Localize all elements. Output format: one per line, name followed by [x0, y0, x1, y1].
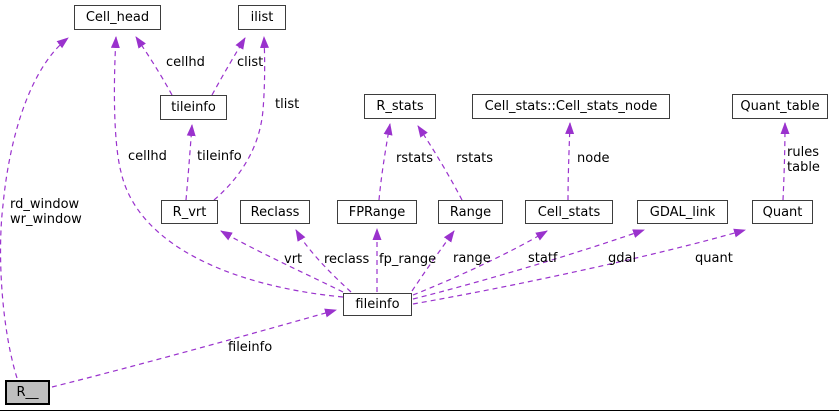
edge-label-rd-wr-window: rd_window wr_window [10, 197, 82, 227]
edge-label-rules-table: rules table [787, 145, 820, 175]
edge-quant-to-quant-table [780, 122, 790, 201]
node-quant-table[interactable]: Quant_table [732, 94, 828, 119]
edge-label-fp-range: fp_range [379, 252, 437, 267]
node-range[interactable]: Range [438, 200, 503, 224]
edge-label-tileinfo: tileinfo [197, 149, 242, 164]
edge-cell-stats-to-node [565, 122, 575, 201]
edge-label-vrt: vrt [284, 252, 303, 267]
edge-label-cellhd-upper: cellhd [166, 55, 205, 70]
edge-label-gdal: gdal [608, 251, 637, 266]
edge-label-cellhd-lower: cellhd [128, 149, 167, 164]
edge-label-statf: statf [528, 251, 558, 266]
edge-fileinfo-to-quant [412, 228, 746, 305]
node-fileinfo[interactable]: fileinfo [343, 293, 412, 316]
node-tileinfo[interactable]: tileinfo [160, 95, 227, 120]
edge-label-tlist: tlist [275, 97, 300, 112]
edge-fprange-to-r-stats [378, 123, 393, 201]
edge-fileinfo-to-gdal-link [412, 229, 645, 300]
edge-tileinfo-to-cell-head [135, 36, 173, 96]
node-r-stats[interactable]: R_stats [364, 94, 436, 119]
edge-label-clist: clist [237, 55, 264, 70]
edge-fileinfo-to-cell-stats [412, 230, 548, 296]
edge-fileinfo-to-r-vrt [220, 230, 344, 293]
node-r-vrt[interactable]: R_vrt [161, 200, 218, 224]
edge-r--to-cell-head [0, 37, 69, 379]
edge-r-vrt-to-tileinfo [185, 124, 196, 201]
node-cell-head[interactable]: Cell_head [74, 5, 161, 30]
edge-fileinfo-to-reclass [295, 229, 352, 293]
edge-fileinfo-to-cell-head [110, 36, 344, 298]
node-quant[interactable]: Quant [752, 200, 813, 224]
edge-label-node: node [577, 151, 610, 166]
edge-label-fileinfo: fileinfo [228, 340, 273, 355]
edge-fileinfo-to-range [411, 230, 455, 292]
node-cell-stats-node[interactable]: Cell_stats::Cell_stats_node [472, 94, 670, 119]
edge-label-quant: quant [695, 251, 733, 266]
bottom-border-line [0, 410, 839, 411]
node-cell-stats[interactable]: Cell_stats [525, 200, 613, 224]
node-fprange[interactable]: FPRange [337, 200, 417, 224]
edge-r-vrt-to-ilist [213, 36, 269, 201]
edge-label-rstats-right: rstats [456, 151, 494, 166]
node-gdal-link[interactable]: GDAL_link [637, 200, 728, 224]
node-ilist[interactable]: ilist [238, 5, 286, 30]
edge-r--to-fileinfo [51, 308, 337, 388]
edge-label-range: range [453, 251, 491, 266]
edge-label-reclass: reclass [324, 252, 370, 267]
node-reclass[interactable]: Reclass [240, 200, 310, 224]
edge-label-rstats-left: rstats [396, 151, 434, 166]
node-r--current[interactable]: R__ [5, 380, 50, 405]
